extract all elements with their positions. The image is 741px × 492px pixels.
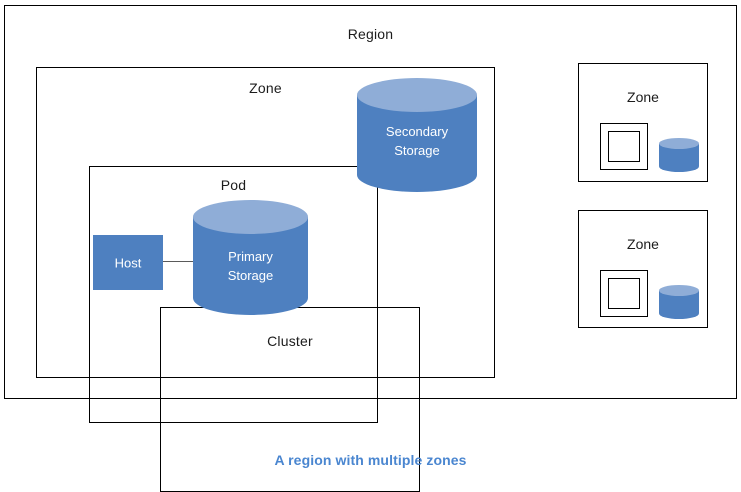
zone-box-secondary-2: Zone [578, 210, 708, 328]
cylinder-body [659, 144, 699, 166]
host-to-primary-storage-connector [163, 261, 195, 262]
pod-glyph-outer-square [600, 123, 648, 170]
primary-storage-label-line2: Storage [227, 268, 274, 283]
figure-caption: A region with multiple zones [274, 452, 467, 468]
zone-box-secondary-1: Zone [578, 63, 708, 182]
secondary-storage-cylinder: Secondary Storage [357, 78, 477, 192]
pod-glyph-outer-square [600, 270, 648, 317]
pod-label: Pod [220, 177, 247, 193]
host-node: Host [93, 235, 163, 290]
cylinder-bottom-ellipse [659, 161, 699, 172]
zone-label-secondary-1: Zone [627, 89, 659, 105]
primary-storage-label-line1: Primary [228, 249, 273, 264]
storage-glyph-cylinder [659, 138, 699, 172]
primary-storage-cylinder: Primary Storage [193, 200, 308, 315]
region-label: Region [347, 26, 394, 42]
cylinder-top-ellipse [357, 78, 477, 112]
zone-label-secondary-2: Zone [627, 236, 659, 252]
zone-label: Zone [249, 80, 282, 96]
cylinder-top-ellipse [193, 200, 308, 234]
secondary-storage-label-line2: Storage [394, 143, 440, 158]
cylinder-top-ellipse [659, 138, 699, 149]
diagram-canvas: Region Zone Pod Cluster Host Primary Sto… [4, 5, 737, 492]
primary-storage-label: Primary Storage [193, 247, 308, 285]
cylinder-bottom-ellipse [659, 308, 699, 319]
cylinder-top-ellipse [659, 285, 699, 296]
secondary-storage-label: Secondary Storage [357, 122, 477, 160]
storage-glyph-cylinder [659, 285, 699, 319]
host-label: Host [114, 255, 142, 270]
cluster-glyph-inner-square [608, 278, 640, 309]
cluster-glyph-inner-square [608, 131, 640, 162]
cylinder-body [659, 291, 699, 313]
cluster-label: Cluster [267, 333, 313, 349]
secondary-storage-label-line1: Secondary [385, 124, 449, 139]
